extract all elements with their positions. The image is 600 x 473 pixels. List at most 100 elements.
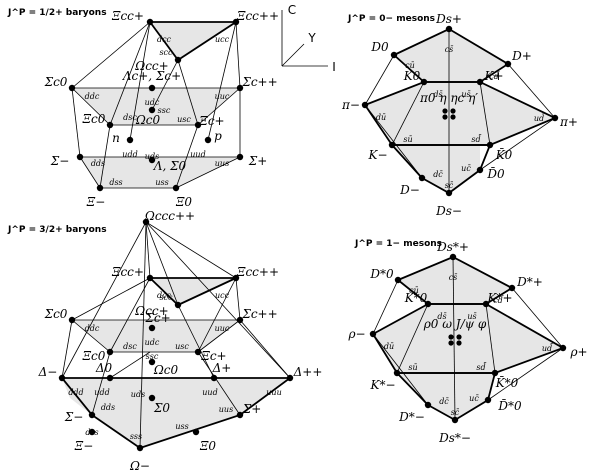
baryons-three-half-node-0 (106, 374, 114, 382)
baryons-three-half-ring-0 (149, 277, 237, 307)
baryons-half-node-c (236, 84, 244, 92)
mesons-1-node-ds (449, 253, 457, 261)
mesons-0-edge-1 (507, 63, 556, 119)
baryons-three-half-node-0 (148, 394, 156, 402)
baryons-half-node-0 (148, 156, 156, 164)
mesons-1-quark-k: us̄ (467, 312, 477, 321)
mesons-0-title: J^P = 0− mesons (347, 14, 435, 24)
mesons-0-node-ds (445, 25, 453, 33)
baryons-half-label-p: p (214, 129, 222, 143)
mesons-0-node-d (418, 174, 426, 182)
mesons-1-edge-5 (396, 303, 429, 374)
mesons-0-label-d0: D̄0 (486, 166, 505, 181)
baryons-three-half-edge-18 (109, 351, 151, 379)
baryons-three-half-label-c: Ξc+ (200, 349, 226, 363)
baryons-half-quark-c-c: udc (145, 98, 160, 107)
baryons-half-quark-0: uds (145, 152, 159, 161)
baryons-half-node-n (126, 136, 134, 144)
axis-i-label: I (332, 60, 336, 74)
mesons-1-edge-2 (452, 256, 456, 421)
baryons-three-half-node-c0 (106, 348, 114, 356)
mesons-1-quark-x: ud̄ (542, 343, 554, 353)
baryons-half-face-2 (80, 157, 240, 188)
mesons-1-node-d-0 (394, 276, 402, 284)
mesons-1-center-dot-3 (456, 340, 462, 346)
baryons-half-node-c-c (148, 84, 156, 92)
baryons-three-half-edge-1 (145, 221, 237, 279)
mesons-1-label-k-0: K̄*0 (495, 375, 519, 390)
mesons-1-node-d-0 (484, 396, 492, 404)
mesons-0-node-k0 (486, 141, 494, 149)
mesons-1-node-d (424, 401, 432, 409)
mesons-0-edge-0 (364, 54, 395, 106)
mesons-0-label-ds: Ds− (435, 204, 462, 218)
mesons-0-label-k0: K0 (403, 69, 421, 83)
baryons-three-half-ring-1 (61, 377, 293, 449)
mesons-1-edge-4 (487, 347, 564, 401)
mesons-1-node-k (482, 300, 490, 308)
mesons-1-quark-x: dū (384, 342, 394, 351)
mesons-0-node-ds (445, 189, 453, 197)
baryons-three-half-quark-c: usc (175, 342, 189, 351)
baryons-half-quark-n: udd (122, 150, 137, 159)
baryons-three-half-quark-c: udc (145, 338, 160, 347)
axis-y-line (281, 43, 305, 67)
mesons-0-quark-k0: ds̄ (433, 90, 443, 99)
mesons-0-center-dot-2 (442, 114, 448, 120)
mesons-1-center-dot-0 (448, 334, 454, 340)
mesons-0-ring-2 (389, 144, 492, 195)
baryons-half-edge-4 (71, 87, 81, 158)
baryons-half-edge-0 (71, 21, 151, 89)
baryons-three-half-label-cc: Ξcc+ (111, 265, 144, 279)
baryons-three-half-label-x: Ξ− (74, 439, 94, 453)
baryons-three-half-face-2 (62, 378, 290, 415)
mesons-1-label-k-0: K*0 (404, 291, 428, 305)
baryons-three-half-node-ccc (142, 218, 150, 226)
mesons-1-label-d-0: D̄*0 (497, 398, 522, 413)
baryons-half-node-cc (232, 18, 240, 26)
mesons-0-label-k: K− (367, 148, 387, 162)
baryons-half-edge-18 (151, 59, 179, 111)
baryons-three-half-node-x (286, 374, 294, 382)
baryons-half-node-cc (146, 18, 154, 26)
baryons-half-label-n: n (112, 131, 120, 145)
mesons-0-label-k0: K̄0 (495, 147, 513, 162)
mesons-0-center-dot-0 (442, 108, 448, 114)
mesons-1-label-d-0: D*0 (369, 267, 394, 281)
baryons-three-half-label-x: Σ− (64, 410, 84, 424)
mesons-0-node-k0 (420, 78, 428, 86)
mesons-0-face-1 (365, 82, 555, 145)
baryons-three-half-node-x (88, 411, 96, 419)
baryons-half-edge-16 (129, 21, 151, 141)
baryons-half-quark-0: uss (155, 178, 168, 187)
baryons-three-half-node-x (136, 444, 144, 452)
baryons-three-half-quark-x: sss (130, 432, 142, 441)
baryons-half-quark-c: usc (177, 115, 191, 124)
mesons-1-center-dot-1 (456, 334, 462, 340)
baryons-half-edge-14 (79, 156, 101, 189)
baryons-half-node-x (96, 184, 104, 192)
mesons-0-quark-d0: cū (405, 61, 415, 70)
mesons-0-node-d0 (390, 51, 398, 59)
baryons-half-quark-c0: ssc (158, 106, 171, 115)
baryons-half-quark-c0: dsc (123, 113, 137, 122)
baryons-half-edge-1 (235, 21, 241, 89)
baryons-three-half-edge-14 (91, 351, 111, 416)
mesons-0-label-d: D+ (511, 49, 532, 63)
baryons-half-edge-12 (71, 87, 111, 126)
baryons-three-half-quark-cc: ucc (215, 291, 230, 300)
baryons-three-half-quark-x: dss (85, 428, 98, 437)
baryons-three-half-quark-cc: scc (159, 293, 173, 302)
mesons-0-label-ds: Ds+ (435, 12, 462, 26)
baryons-half-node-p (204, 136, 212, 144)
baryons-three-half-edge-4 (145, 221, 291, 379)
baryons-three-half-label-0: Δ0 (95, 361, 113, 375)
mesons-0-quark-d: dc̄ (433, 170, 443, 179)
mesons-1-label-x: ρ+ (569, 345, 587, 359)
axes-indicator: CYI (281, 3, 336, 74)
axis-c-label: C (288, 3, 296, 17)
mesons-1-node-k-0 (491, 369, 499, 377)
baryons-three-half-quark-0: udd (94, 388, 109, 397)
baryons-half-node-x (76, 153, 84, 161)
baryons-three-half-node-cc (146, 274, 154, 282)
